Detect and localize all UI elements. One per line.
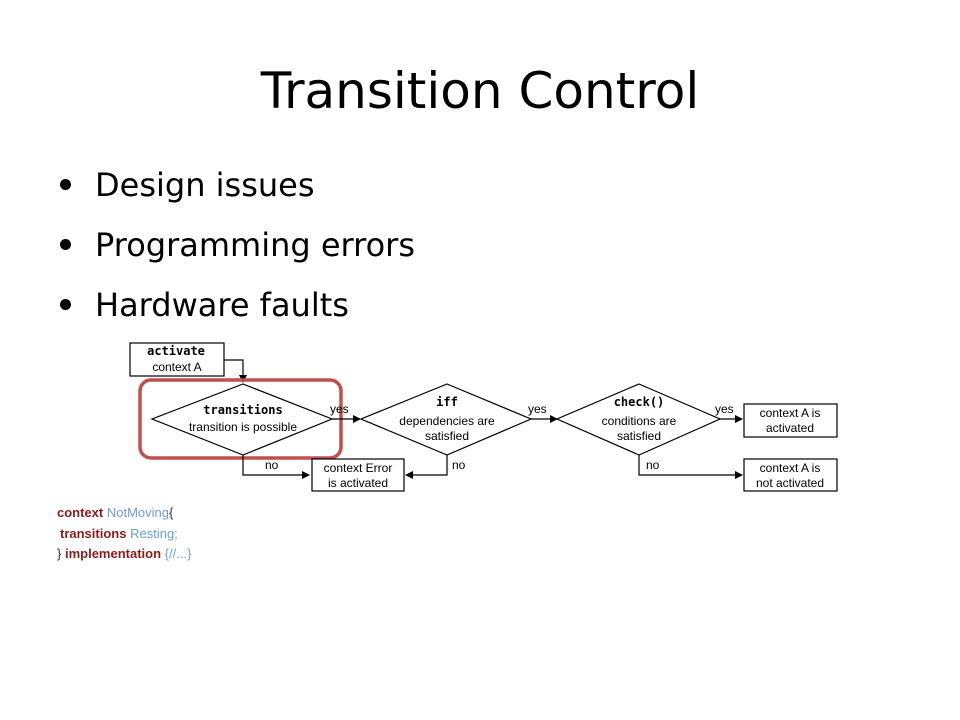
slide-title: Transition Control [260,62,700,120]
error-box [311,458,405,492]
bullet-item: Programming errors [58,215,415,275]
iff-condition-line2: satisfied [425,429,469,443]
code-keyword: context [57,505,104,520]
bullet-text: Programming errors [95,226,415,264]
code-line: context NotMoving{ [57,503,191,524]
arrow-activate-to-transitions [224,359,247,383]
yes-label: yes [528,402,547,416]
activated-box [743,403,838,438]
code-line: } implementation {//...} [57,544,191,565]
activated-line1: context A is [760,406,821,420]
code-identifier: NotMoving [106,505,169,520]
bullet-item: Design issues [58,155,415,215]
code-line: transitions Resting; [57,524,191,545]
bullet-dot-icon [60,239,71,250]
activate-context-label: context A [152,360,201,374]
bullet-item: Hardware faults [58,275,415,335]
yes-label: yes [330,402,349,416]
code-punct: } [57,546,62,561]
arrow-no-transitions-to-error [242,455,310,479]
iff-keyword: iff [436,395,458,409]
no-label: no [265,458,279,472]
yes-label: yes [715,402,734,416]
arrow-no-check-to-not-activated [638,455,743,479]
code-keyword: transitions [60,525,127,541]
transitions-condition-label: transition is possible [189,420,297,434]
check-condition-line2: satisfied [617,429,661,443]
not-activated-line2: not activated [756,476,824,490]
no-label: no [646,458,660,472]
code-keyword: implementation [64,546,162,561]
not-activated-line1: context A is [760,461,821,475]
arrow-no-iff-to-error [405,455,448,479]
activated-line2: activated [766,421,814,435]
bullet-text: Design issues [95,166,315,204]
activate-keyword: activate [147,344,205,358]
bullet-list: Design issues Programming errors Hardwar… [58,155,415,335]
no-label: no [452,458,466,472]
code-comment: {//...} [164,546,192,561]
error-line1: context Error [324,461,393,475]
bullet-text: Hardware faults [95,286,349,324]
check-keyword: check() [614,395,665,409]
error-line2: is activated [328,476,388,490]
code-identifier: Resting; [130,525,178,541]
iff-condition-line1: dependencies are [399,414,495,428]
check-condition-line1: conditions are [602,414,677,428]
bullet-dot-icon [60,179,71,190]
bullet-dot-icon [60,299,71,310]
transitions-keyword: transitions [203,403,282,417]
code-snippet: context NotMoving{ transitions Resting; … [57,503,191,565]
code-punct: { [169,505,174,520]
not-activated-box [743,458,838,492]
